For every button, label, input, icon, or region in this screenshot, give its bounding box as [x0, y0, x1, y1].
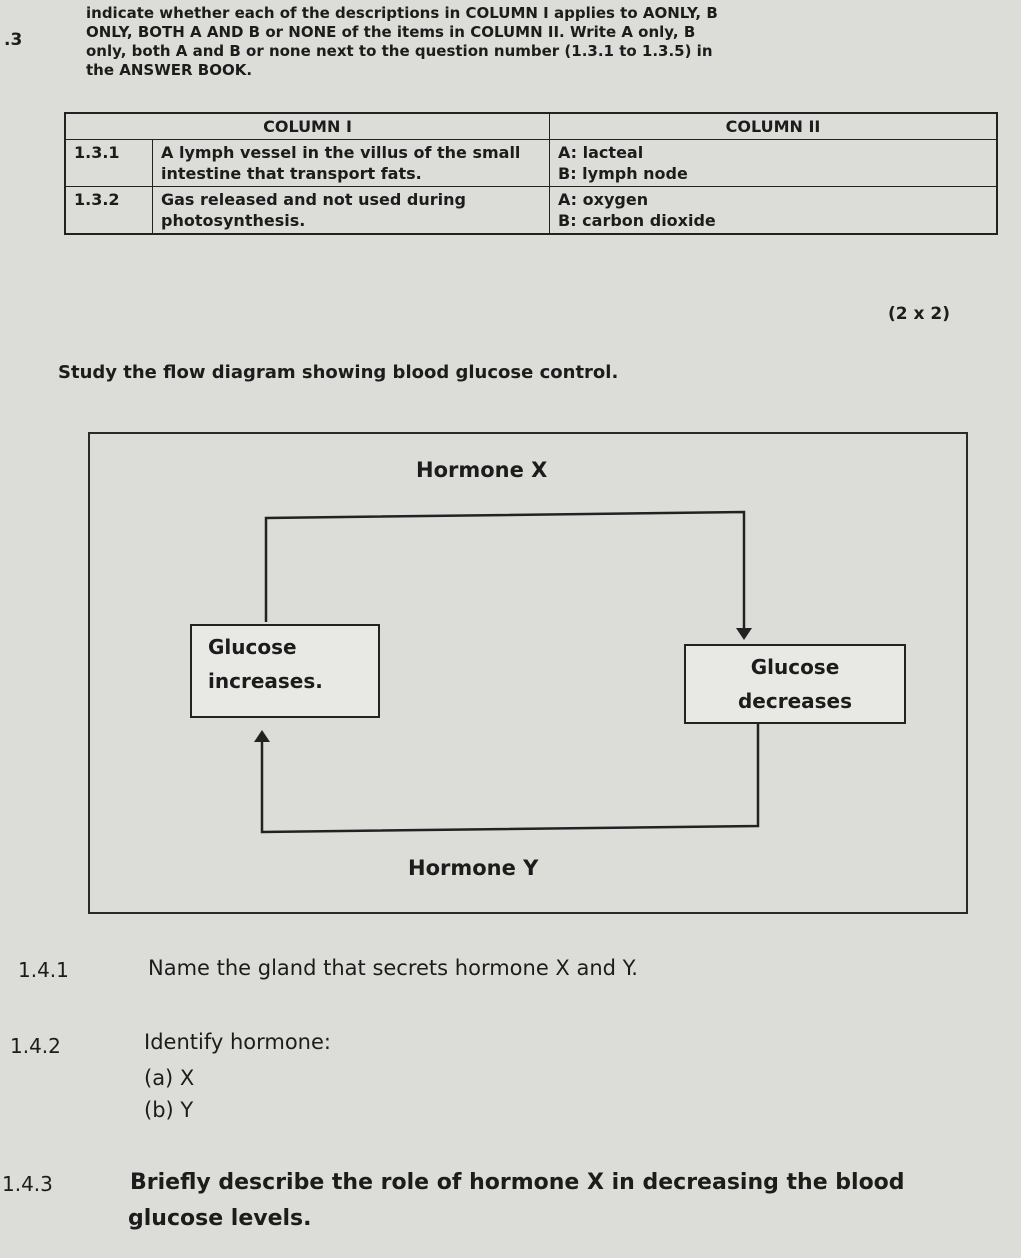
row-number: 1.3.2 — [64, 186, 153, 235]
option-b: B: lymph node — [558, 164, 688, 183]
row-description: Gas released and not used during photosy… — [152, 186, 550, 235]
hormone-x-label: Hormone X — [416, 458, 548, 482]
option-b: B: carbon dioxide — [558, 211, 716, 230]
question-text-continued: glucose levels. — [128, 1206, 312, 1231]
sub-question: (a) X — [144, 1066, 195, 1090]
table-row: 1.3.2 Gas released and not used during p… — [64, 186, 998, 235]
option-a: A: lacteal — [558, 143, 644, 162]
hormone-y-path — [260, 724, 760, 834]
table-row: 1.3.1 A lymph vessel in the villus of th… — [64, 139, 998, 187]
row-options: A: lacteal B: lymph node — [549, 139, 998, 187]
instruction-line: indicate whether each of the description… — [86, 4, 718, 22]
glucose-decreases-box: Glucose decreases — [684, 644, 906, 724]
row-number: 1.3.1 — [64, 139, 153, 187]
marks-allocation: (2 x 2) — [888, 304, 950, 324]
arrow-down-icon — [736, 628, 752, 640]
question-number: 1.4.1 — [18, 958, 69, 982]
question-text: Identify hormone: — [144, 1030, 331, 1054]
sub-question: (b) Y — [144, 1098, 194, 1122]
hormone-y-label: Hormone Y — [408, 856, 539, 880]
glucose-increases-box: Glucose increases. — [190, 624, 380, 718]
option-a: A: oxygen — [558, 190, 649, 209]
column-1-header: COLUMN I — [64, 112, 550, 140]
question-number-1-3: .3 — [4, 30, 23, 50]
flow-diagram-frame — [88, 432, 968, 914]
box-line: increases. — [208, 669, 323, 693]
instruction-line: ONLY, BOTH A AND B or NONE of the items … — [86, 23, 696, 41]
question-text: Name the gland that secrets hormone X an… — [148, 956, 638, 980]
row-description: A lymph vessel in the villus of the smal… — [152, 139, 550, 187]
question-1-3-instructions: indicate whether each of the description… — [86, 4, 1016, 80]
box-line: Glucose — [208, 635, 297, 659]
column-table: COLUMN I COLUMN II 1.3.1 A lymph vessel … — [64, 112, 998, 235]
hormone-x-path — [264, 510, 746, 630]
arrow-up-icon — [254, 730, 270, 742]
question-number: 1.4.2 — [10, 1034, 61, 1058]
row-options: A: oxygen B: carbon dioxide — [549, 186, 998, 235]
diagram-lead-text: Study the flow diagram showing blood glu… — [58, 362, 619, 383]
question-text: Briefly describe the role of hormone X i… — [130, 1170, 905, 1195]
question-number: 1.4.3 — [2, 1172, 53, 1196]
box-line: decreases — [737, 689, 853, 713]
box-line: Glucose — [750, 655, 840, 679]
instruction-line: the ANSWER BOOK. — [86, 61, 253, 79]
instruction-line: only, both A and B or none next to the q… — [86, 42, 713, 60]
